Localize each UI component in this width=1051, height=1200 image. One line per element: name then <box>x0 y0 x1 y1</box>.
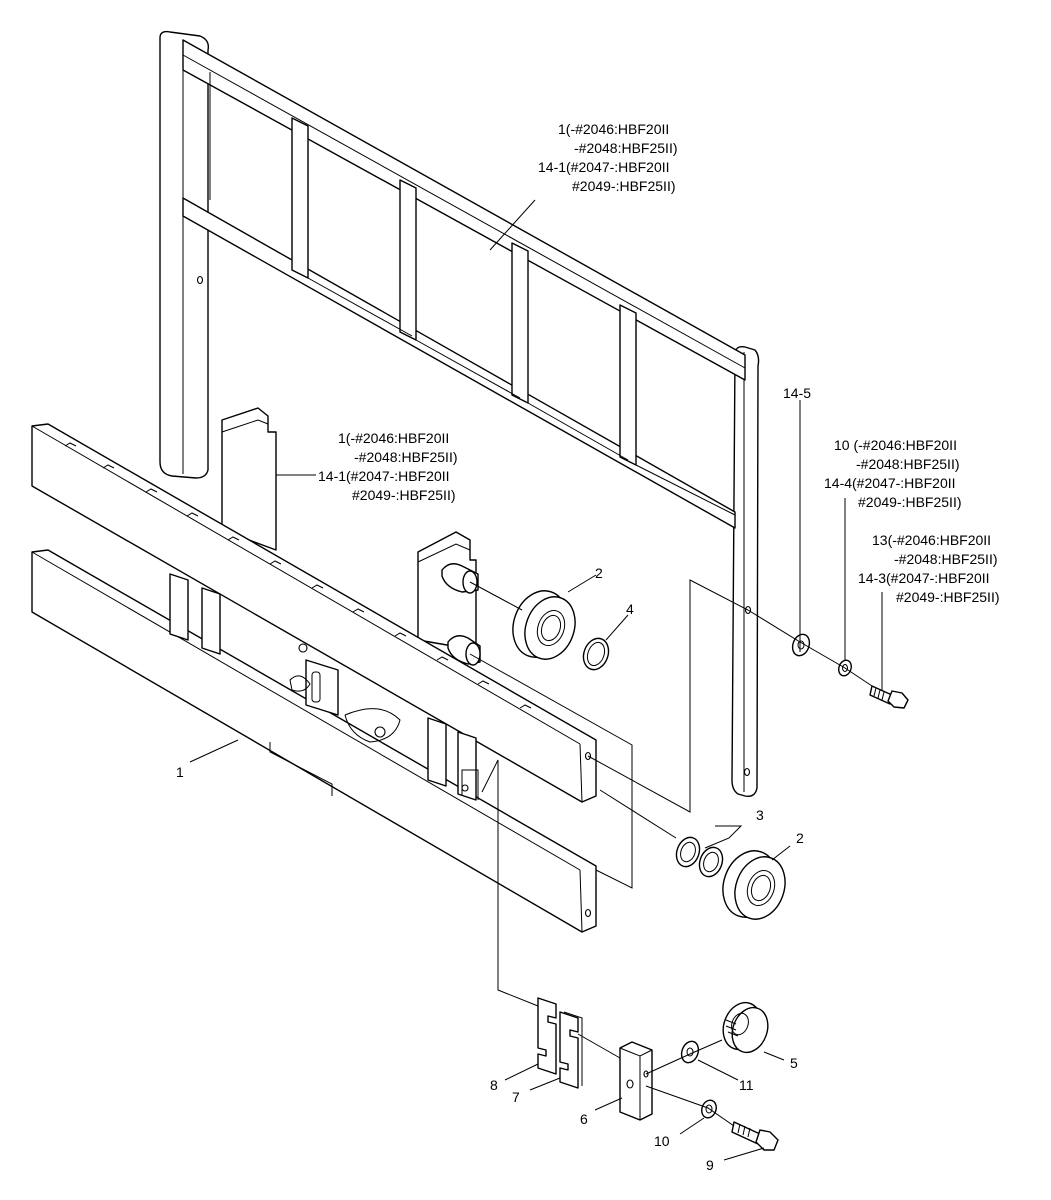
callout-labels: 1(-#2046:HBF20II -#2048:HBF25II) 14-1(#2… <box>176 121 1000 1173</box>
callout-10-top-line2: -#2048:HBF25II) <box>856 456 960 472</box>
carriage <box>31 407 597 933</box>
callout-guard-top-line1: 1(-#2046:HBF20II <box>558 121 669 137</box>
washer-11 <box>680 1040 700 1064</box>
callout-guard-mid-line1: 1(-#2046:HBF20II <box>338 430 449 446</box>
callout-guard-mid-line4: #2049-:HBF25II) <box>352 487 456 503</box>
callout-6: 6 <box>580 1111 588 1127</box>
callout-3: 3 <box>756 807 764 823</box>
callout-13-line4: #2049-:HBF25II) <box>896 589 1000 605</box>
callout-13-line1: 13(-#2046:HBF20II <box>872 532 991 548</box>
load-backrest <box>159 30 760 798</box>
bolt-14-3 <box>869 685 909 709</box>
callout-guard-mid-line3: 14-1(#2047-:HBF20II <box>318 468 450 484</box>
shims <box>675 836 724 878</box>
callout-5: 5 <box>790 1055 798 1071</box>
callout-10-top-line3: 14-4(#2047-:HBF20II <box>824 475 956 491</box>
block-6 <box>619 1041 653 1121</box>
callout-guard-mid-line2: -#2048:HBF25II) <box>354 449 458 465</box>
callout-2-upper: 2 <box>595 565 603 581</box>
bearing-upper <box>512 590 576 660</box>
bearing-lower <box>722 850 786 920</box>
callout-1: 1 <box>176 764 184 780</box>
callout-4: 4 <box>626 601 634 617</box>
bolt-9 <box>731 1121 779 1151</box>
callout-2-lower: 2 <box>796 830 804 846</box>
callout-13-line2: -#2048:HBF25II) <box>894 551 998 567</box>
shim-plates <box>537 997 583 1089</box>
callout-10-top-line1: 10 (-#2046:HBF20II <box>834 437 957 453</box>
callout-10: 10 <box>654 1133 670 1149</box>
callout-8: 8 <box>490 1077 498 1093</box>
callout-14-5: 14-5 <box>783 385 811 401</box>
callout-10-top-line4: #2049-:HBF25II) <box>858 494 962 510</box>
callout-guard-top-line2: -#2048:HBF25II) <box>574 140 678 156</box>
callout-11: 11 <box>739 1077 754 1093</box>
roller-5 <box>722 1001 769 1054</box>
leader-lines <box>189 199 883 1161</box>
washer-14-5 <box>791 633 811 657</box>
snap-ring <box>582 637 610 671</box>
callout-guard-top-line4: #2049-:HBF25II) <box>572 178 676 194</box>
callout-9: 9 <box>706 1157 714 1173</box>
callout-guard-top-line3: 14-1(#2047-:HBF20II <box>538 159 670 175</box>
callout-13-line3: 14-3(#2047-:HBF20II <box>858 570 990 586</box>
callout-7: 7 <box>512 1089 520 1105</box>
